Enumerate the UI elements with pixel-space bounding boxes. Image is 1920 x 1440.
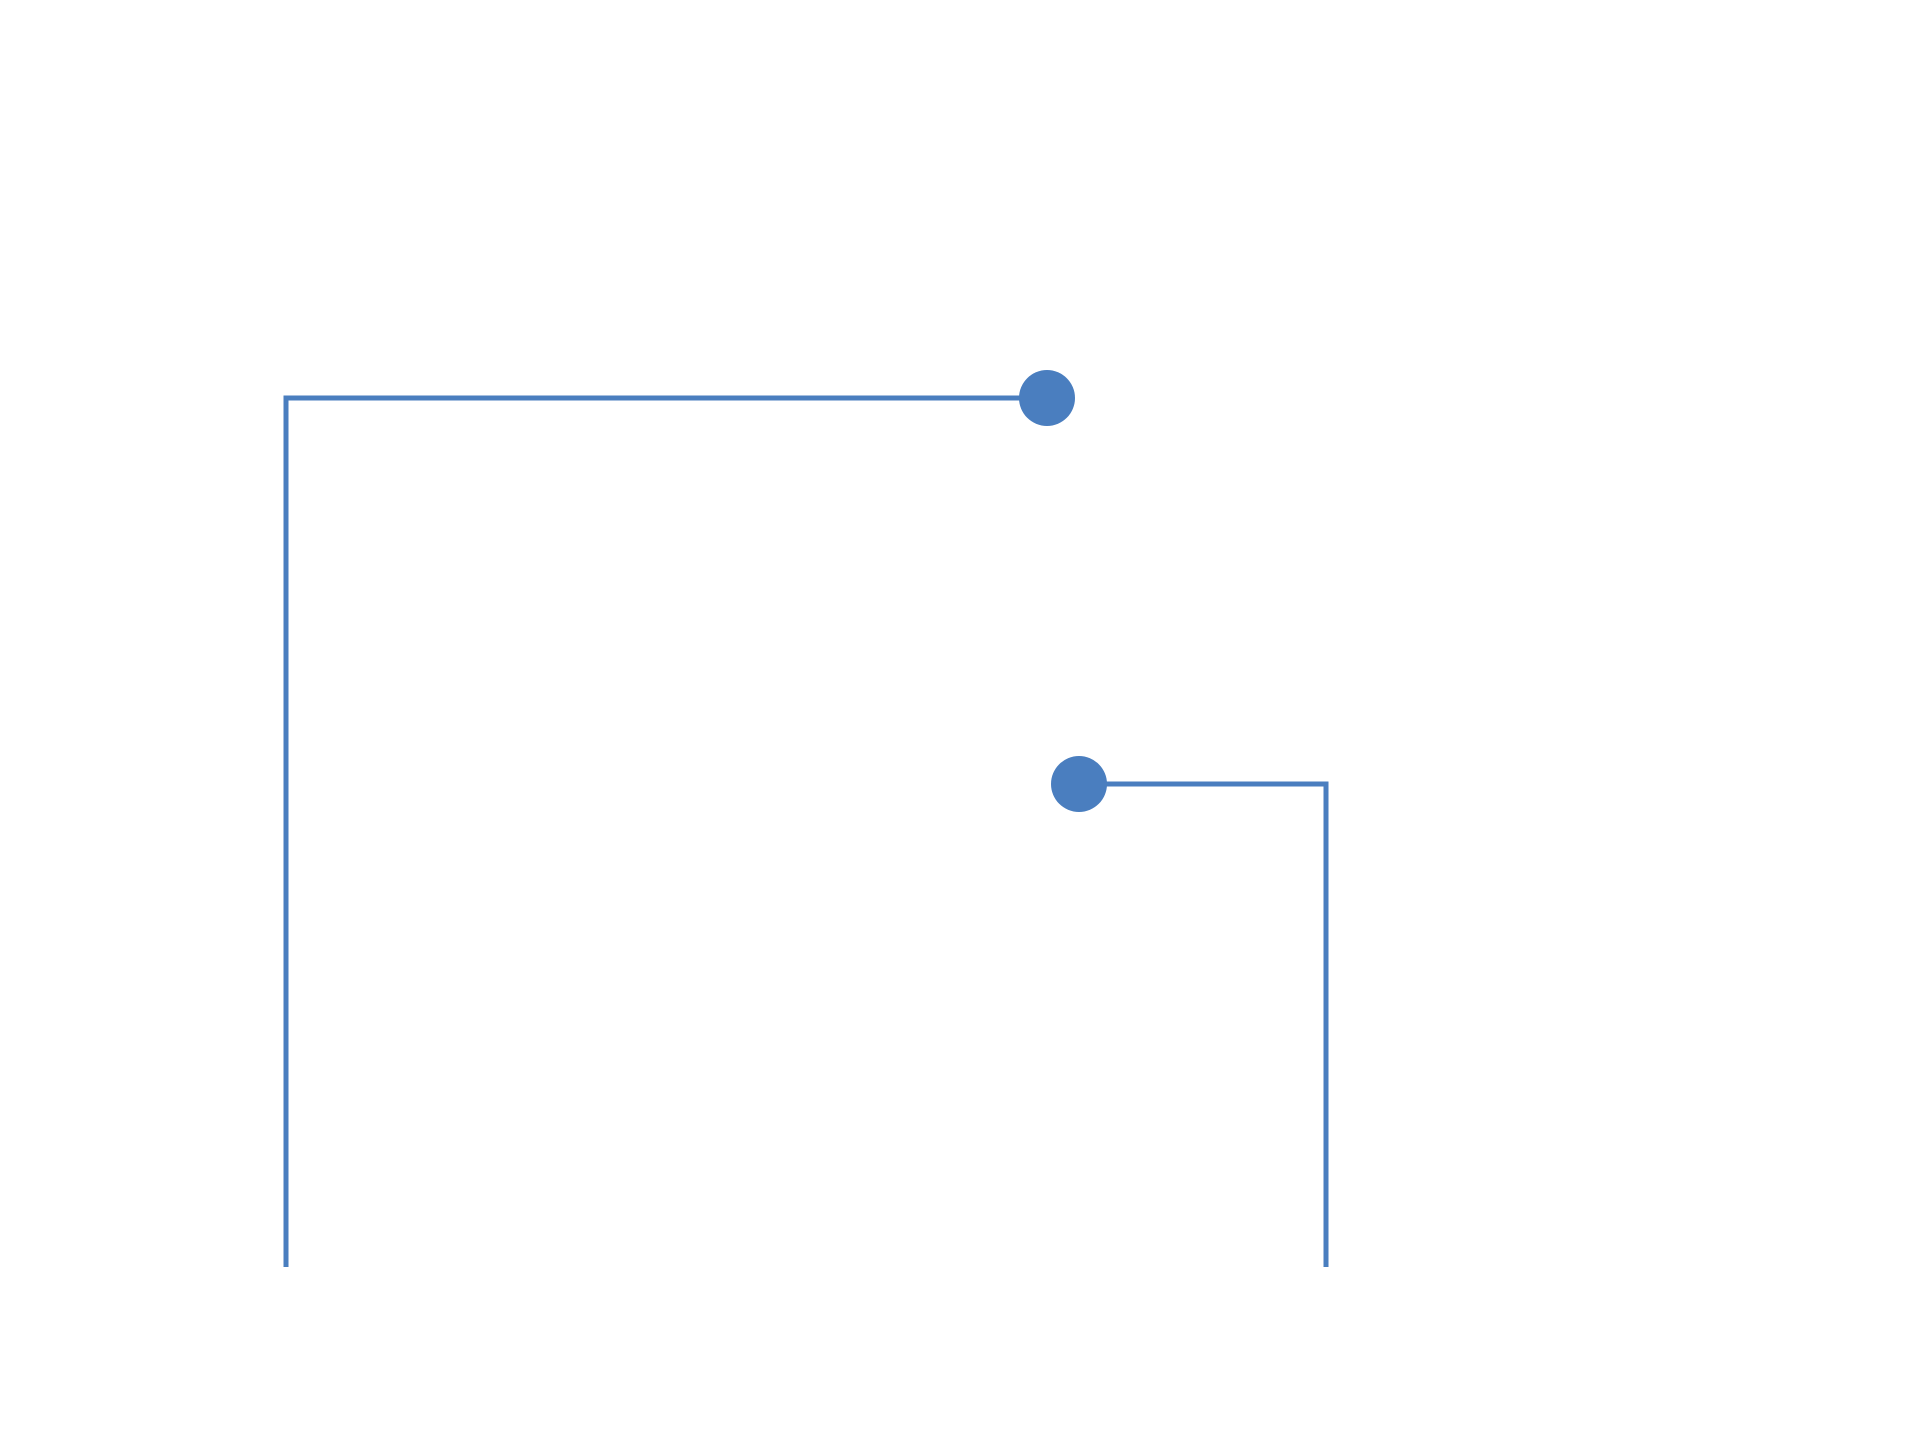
node-middle — [1051, 756, 1107, 812]
node-top — [1019, 370, 1075, 426]
connector-left — [283, 395, 1047, 1267]
connector-right — [1079, 781, 1329, 1267]
